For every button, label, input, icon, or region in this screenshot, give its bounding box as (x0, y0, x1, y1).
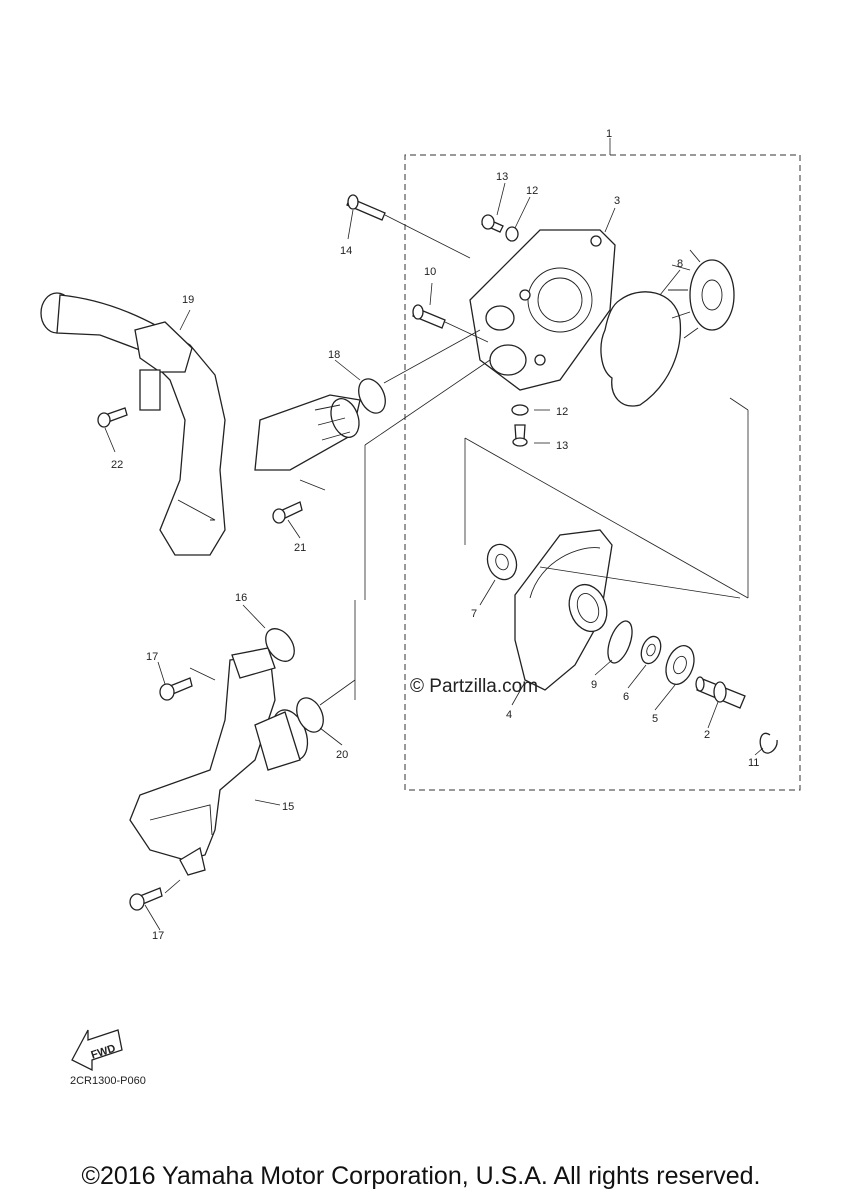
callout-17-bottom: 17 (152, 930, 164, 942)
callout-12-bottom: 12 (556, 406, 568, 418)
callout-11: 11 (748, 757, 759, 769)
o-ring-16 (265, 628, 295, 662)
callout-14: 14 (340, 245, 352, 257)
callout-21: 21 (294, 542, 306, 554)
copyright-notice: ©2016 Yamaha Motor Corporation, U.S.A. A… (81, 1162, 761, 1190)
callout-8: 8 (677, 258, 683, 270)
gasket (600, 291, 682, 407)
callout-19: 19 (182, 294, 194, 306)
callout-20: 20 (336, 749, 348, 761)
callout-13-bottom: 13 (556, 440, 568, 452)
bearing (665, 645, 695, 685)
o-ring-20 (296, 697, 324, 733)
callout-17-top: 17 (146, 651, 158, 663)
o-ring-9 (607, 620, 633, 664)
lower-water-pipe (129, 647, 309, 876)
callout-15: 15 (282, 801, 294, 813)
impeller-shaft (695, 676, 746, 709)
callout-4: 4 (506, 709, 512, 721)
assembly-boundary (404, 154, 801, 791)
callout-2: 2 (704, 729, 710, 741)
callout-1: 1 (606, 128, 612, 140)
callout-3: 3 (614, 195, 620, 207)
fwd-arrow-icon: FWD (71, 1029, 123, 1072)
callout-labels: 1 2 3 4 5 6 7 8 9 10 11 12 12 13 13 14 1… (111, 128, 759, 942)
o-ring-18 (358, 378, 386, 414)
callout-13-top: 13 (496, 171, 508, 183)
callout-16: 16 (235, 592, 247, 604)
circlip (759, 732, 778, 754)
impeller (668, 249, 735, 339)
callout-10: 10 (424, 266, 436, 278)
upper-water-pipe (40, 292, 361, 556)
pump-cover (469, 229, 616, 391)
pump-housing (514, 529, 613, 691)
leader-lines (104, 182, 764, 931)
callout-18: 18 (328, 349, 340, 361)
callout-22: 22 (111, 459, 123, 471)
callout-6: 6 (623, 691, 629, 703)
callout-12-top: 12 (526, 185, 538, 197)
oil-seal (640, 635, 662, 665)
callout-7: 7 (471, 608, 477, 620)
watermark: © Partzilla.com (410, 676, 539, 697)
mechanical-seal (486, 543, 518, 581)
callout-9: 9 (591, 679, 597, 691)
drawing-code: 2CR1300-P060 (70, 1075, 146, 1087)
bolts (97, 194, 529, 911)
callout-5: 5 (652, 713, 658, 725)
